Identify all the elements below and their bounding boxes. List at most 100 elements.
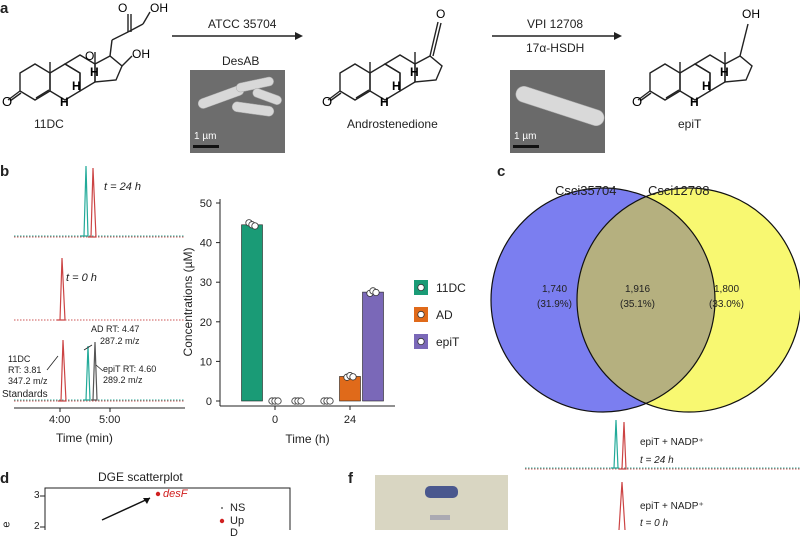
venn-diagram: [490, 187, 800, 413]
step2-enzyme: 17α-HSDH: [526, 41, 585, 55]
x-tick-label: 0: [272, 414, 278, 426]
dge-ytick-2: 2: [34, 521, 40, 532]
atom-label: O: [632, 94, 642, 109]
gel-band: [425, 486, 458, 498]
step1-organism: ATCC 35704: [208, 17, 277, 31]
chrom-label-t0: t = 0 h: [66, 272, 97, 284]
molecule-11dc: [7, 11, 151, 102]
atom-label: H: [392, 79, 401, 93]
std-ad-rt: AD RT: 4.47: [91, 324, 140, 334]
panel-d-label: d: [0, 470, 10, 487]
y-tick-label: 10: [200, 356, 212, 368]
compound-11dc: 11DC: [34, 117, 64, 131]
legend-marker: [417, 283, 425, 292]
legend-label-11dc: 11DC: [436, 281, 466, 295]
data-point: [297, 397, 305, 405]
nadp-bottom-time: t = 0 h: [640, 518, 669, 529]
panel-f-label: f: [348, 470, 353, 487]
std-epit-mz: 289.2 m/z: [103, 375, 143, 385]
std-11dc-rt: RT: 3.81: [8, 365, 42, 375]
atom-label: O: [2, 94, 12, 109]
chromatograms: [14, 165, 185, 412]
atom-label: O: [85, 49, 94, 63]
panel-b-label: b: [0, 163, 10, 180]
legend-ns: NS: [230, 502, 246, 514]
panel-c-label: c: [497, 163, 506, 180]
compound-androstenedione: Androstenedione: [347, 117, 438, 131]
data-point: [372, 288, 380, 297]
chrom-tick-500: 5:00: [99, 414, 121, 426]
chrom-xlabel: Time (min): [56, 431, 113, 445]
bar-ad-24: [339, 376, 361, 402]
step1-image-label: DesAB: [222, 54, 260, 68]
venn-both-pct: (35.1%): [620, 299, 656, 310]
scatter-point-desf: [155, 491, 161, 497]
std-ad-mz: 287.2 m/z: [100, 336, 140, 346]
atom-label: OH: [132, 47, 150, 61]
atom-label: H: [720, 65, 729, 79]
venn-only-a: 1,740: [542, 284, 568, 295]
data-point: [326, 397, 334, 405]
atom-label: O: [118, 1, 127, 15]
venn-only-b: 1,800: [714, 284, 740, 295]
data-point: [274, 397, 282, 405]
gel-band-faint: [430, 515, 450, 520]
dge-ylabel: e: [0, 521, 13, 528]
y-tick-label: 40: [200, 238, 212, 250]
atom-label: O: [436, 7, 445, 21]
chrom-label-standards: Standards: [2, 389, 48, 400]
legend-partial: D: [230, 527, 238, 539]
data-point: [251, 222, 259, 230]
venn-overlap: [577, 188, 715, 412]
atom-label: H: [90, 65, 99, 79]
step2-organism: VPI 12708: [527, 17, 584, 31]
panel-a-label: a: [0, 0, 9, 17]
std-epit-rt: epiT RT: 4.60: [103, 364, 157, 374]
legend-label-ad: AD: [436, 308, 453, 322]
scale-bar-label-2: 1 µm: [514, 131, 537, 142]
legend-marker: [417, 310, 425, 319]
y-tick-label: 50: [200, 198, 212, 210]
molecule-epit: [637, 23, 753, 102]
gene-label-desf: desF: [163, 488, 188, 500]
atom-label: OH: [742, 7, 760, 21]
venn-label-a: Csci35704: [555, 183, 617, 198]
legend-marker: [417, 337, 425, 346]
nadp-chromatograms: [525, 419, 800, 530]
scale-bar-label-1: 1 µm: [194, 131, 217, 142]
reaction-scheme: O O OH OH H H H O O O H H H: [2, 1, 760, 153]
nadp-top-time: t = 24 h: [640, 455, 674, 466]
chrom-label-t24: t = 24 h: [104, 181, 142, 193]
legend-up: Up: [230, 515, 245, 527]
nadp-bottom-label: epiT + NADP⁺: [640, 501, 704, 512]
venn-both: 1,916: [625, 284, 651, 295]
atom-label: H: [60, 95, 69, 109]
compound-epit: epiT: [678, 117, 702, 131]
std-11dc-name: 11DC: [8, 354, 31, 364]
y-tick-label: 30: [200, 277, 212, 289]
bar-epit-24: [362, 291, 384, 402]
atom-label: H: [72, 79, 81, 93]
y-tick-label: 0: [206, 396, 212, 408]
atom-label: OH: [150, 1, 168, 15]
x-tick-label: 24: [344, 414, 356, 426]
dge-scatterplot: [40, 487, 291, 530]
atom-label: H: [380, 95, 389, 109]
legend-label-epit: epiT: [436, 335, 460, 349]
std-11dc-mz: 347.2 m/z: [8, 376, 48, 386]
x-axis-label: Time (h): [285, 432, 329, 446]
nadp-top-label: epiT + NADP⁺: [640, 437, 704, 448]
atom-label: O: [322, 94, 332, 109]
atom-label: H: [410, 65, 419, 79]
venn-only-b-pct: (33.0%): [709, 299, 745, 310]
atom-label: H: [690, 95, 699, 109]
dge-ytick-3: 3: [34, 490, 40, 501]
chrom-tick-400: 4:00: [49, 414, 71, 426]
y-tick-label: 20: [200, 317, 212, 329]
atom-label: H: [702, 79, 711, 93]
molecule-androstenedione: [327, 21, 443, 102]
data-point: [349, 373, 357, 381]
venn-only-a-pct: (31.9%): [537, 299, 573, 310]
gel-image: [375, 475, 508, 530]
